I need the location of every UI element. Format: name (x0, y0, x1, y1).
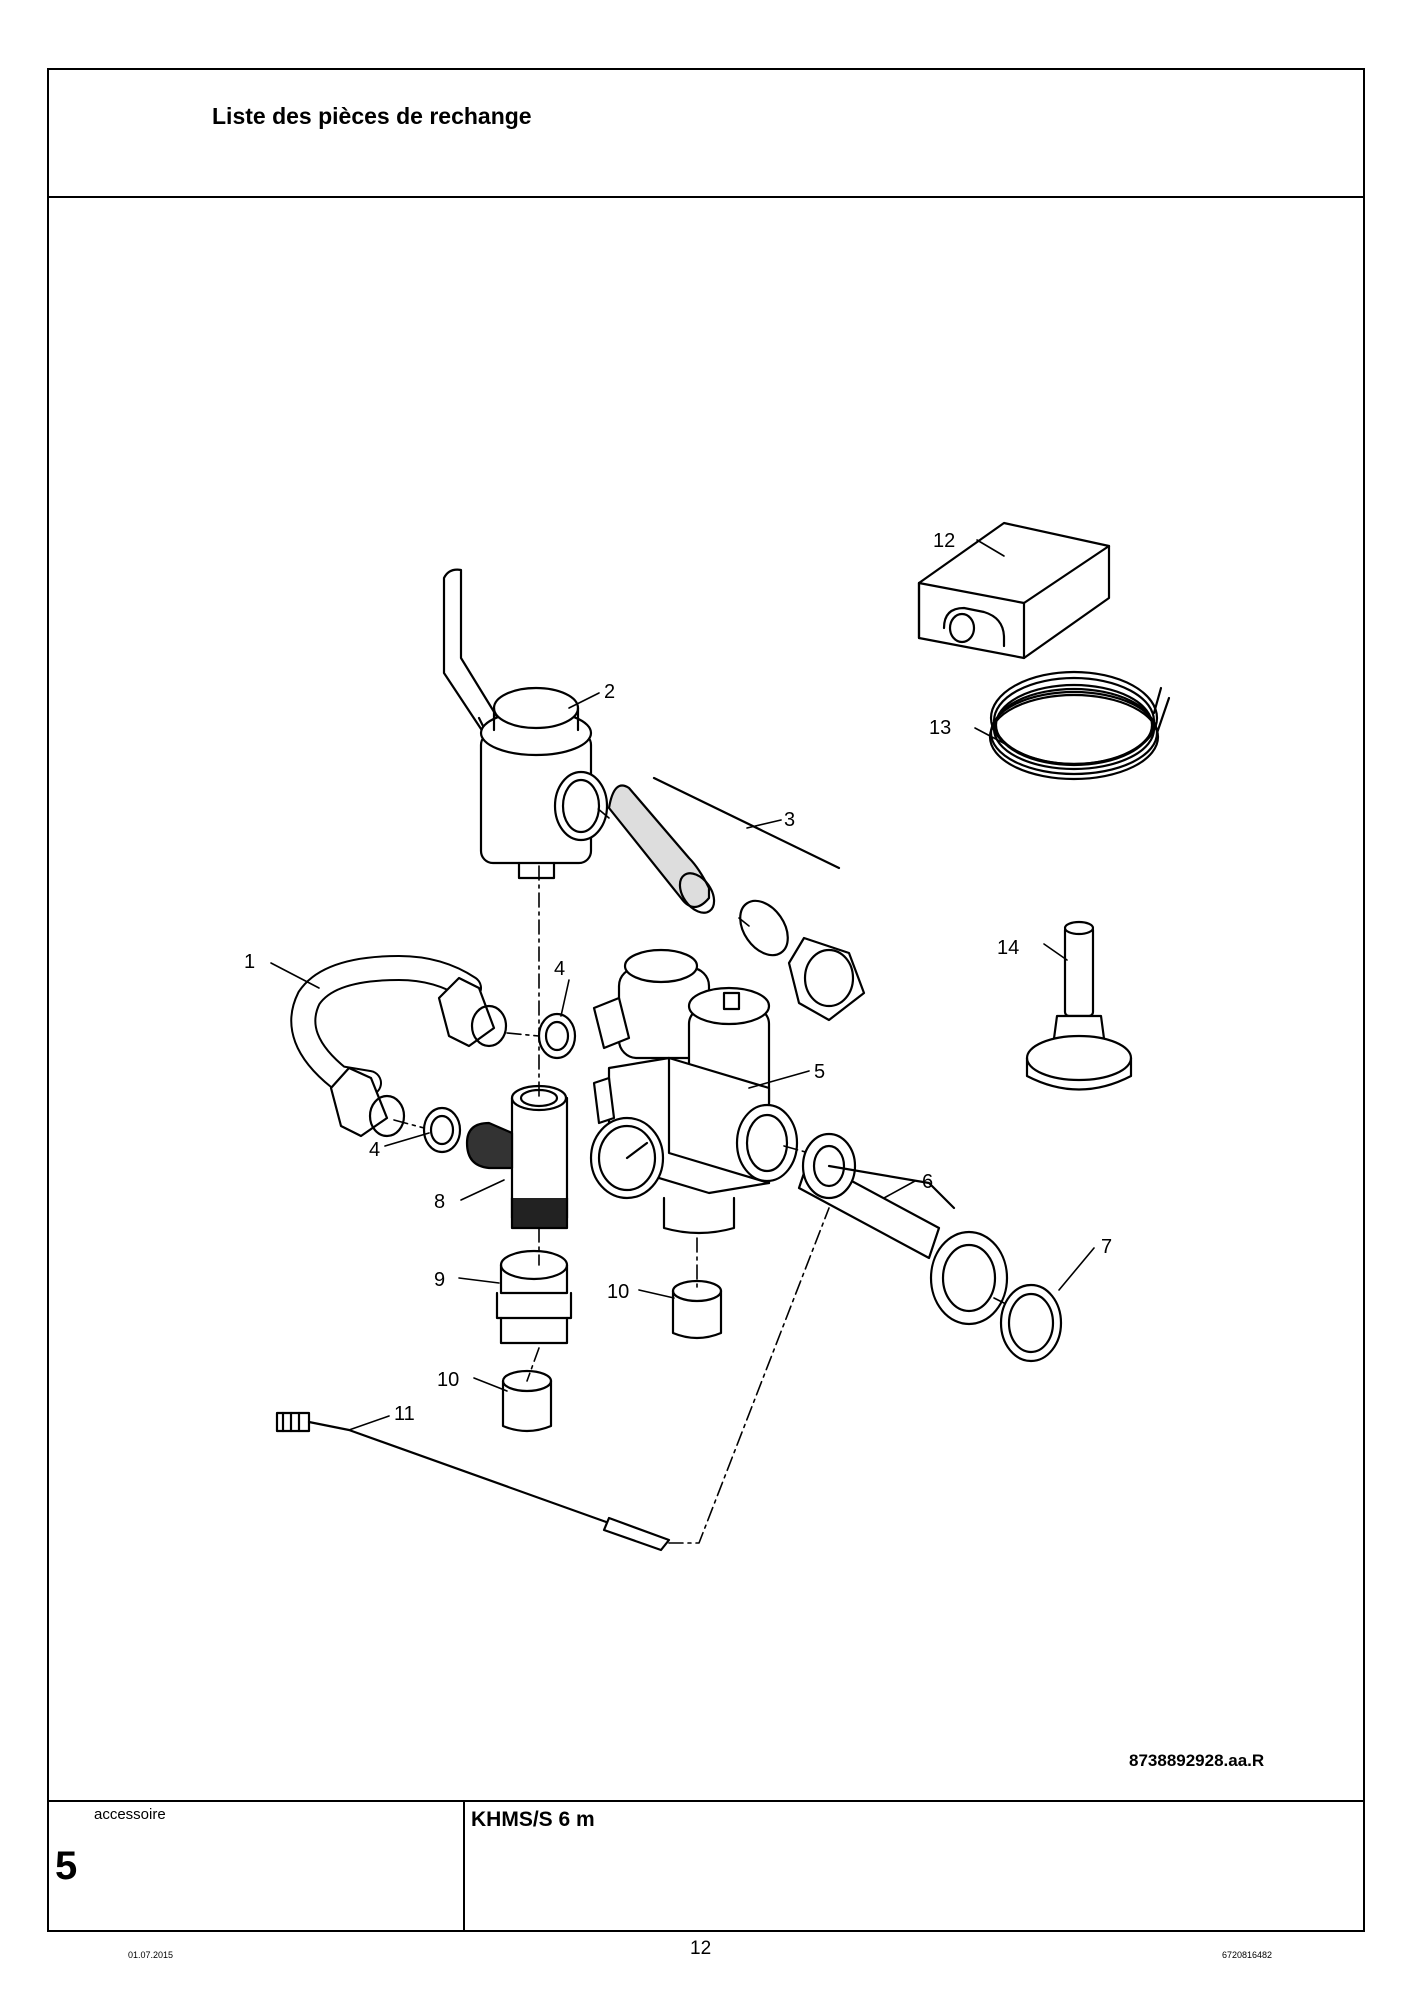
model-name: KHMS/S 6 m (471, 1808, 595, 1831)
parts-illustration: 1 2 3 4 4 5 6 7 8 9 10 10 11 12 13 14 (244, 521, 1171, 1552)
part-2-ball-valve (442, 568, 609, 880)
part-5-mixing-valve (589, 948, 799, 1235)
part-9-adapter (495, 1249, 573, 1345)
part-10-sleeve-a (671, 1279, 723, 1340)
label-10b: 10 (437, 1369, 459, 1391)
part-14-probe (1025, 920, 1133, 1091)
label-5: 5 (814, 1061, 825, 1083)
leader-lines (270, 539, 1095, 1431)
label-4a: 4 (554, 958, 565, 980)
footer-category-cell: accessoire 5 (49, 1802, 465, 1930)
label-14: 14 (997, 937, 1019, 959)
part-7-seal (999, 1283, 1063, 1363)
label-6: 6 (922, 1171, 933, 1193)
document-number: 6720816482 (1222, 1950, 1273, 1960)
part-4-gasket-a (537, 1012, 577, 1060)
label-13: 13 (929, 717, 951, 739)
page-number: 12 (690, 1938, 712, 1959)
chapter-number: 5 (55, 1844, 78, 1888)
label-11: 11 (394, 1403, 415, 1425)
drawing-reference: 8738892928.aa.R (1129, 1751, 1265, 1770)
label-1: 1 (244, 951, 255, 973)
assembly-lines (393, 807, 1005, 1544)
part-12-cover (917, 521, 1111, 660)
label-10a: 10 (607, 1281, 629, 1303)
label-9: 9 (434, 1269, 445, 1291)
part-labels: 1 2 3 4 4 5 6 7 8 9 10 10 11 12 13 14 (244, 530, 1112, 1425)
page-title: Liste des pièces de rechange (212, 103, 532, 129)
part-3-filter (607, 776, 866, 1022)
part-8-tee-fitting (465, 1084, 569, 1230)
category-label: accessoire (94, 1806, 166, 1823)
print-date: 01.07.2015 (128, 1950, 174, 1960)
label-8: 8 (434, 1191, 445, 1213)
page-frame: Liste des pièces de rechange (47, 68, 1365, 1932)
header: Liste des pièces de rechange (49, 70, 1363, 198)
part-13-cable-coil (988, 670, 1171, 781)
part-6-elbow-fitting (797, 1132, 1009, 1326)
part-4-gasket-b (422, 1106, 462, 1154)
label-4b: 4 (369, 1139, 380, 1161)
part-11-sensor-cable (275, 1411, 671, 1552)
footer: accessoire 5 KHMS/S 6 m (49, 1800, 1363, 1930)
exploded-parts-drawing: 1 2 3 4 4 5 6 7 8 9 10 10 11 12 13 14 87… (49, 198, 1363, 1798)
label-12: 12 (933, 530, 955, 552)
part-1-u-hose (290, 955, 508, 1138)
label-2: 2 (604, 681, 615, 703)
label-7: 7 (1101, 1236, 1112, 1258)
label-3: 3 (784, 809, 795, 831)
